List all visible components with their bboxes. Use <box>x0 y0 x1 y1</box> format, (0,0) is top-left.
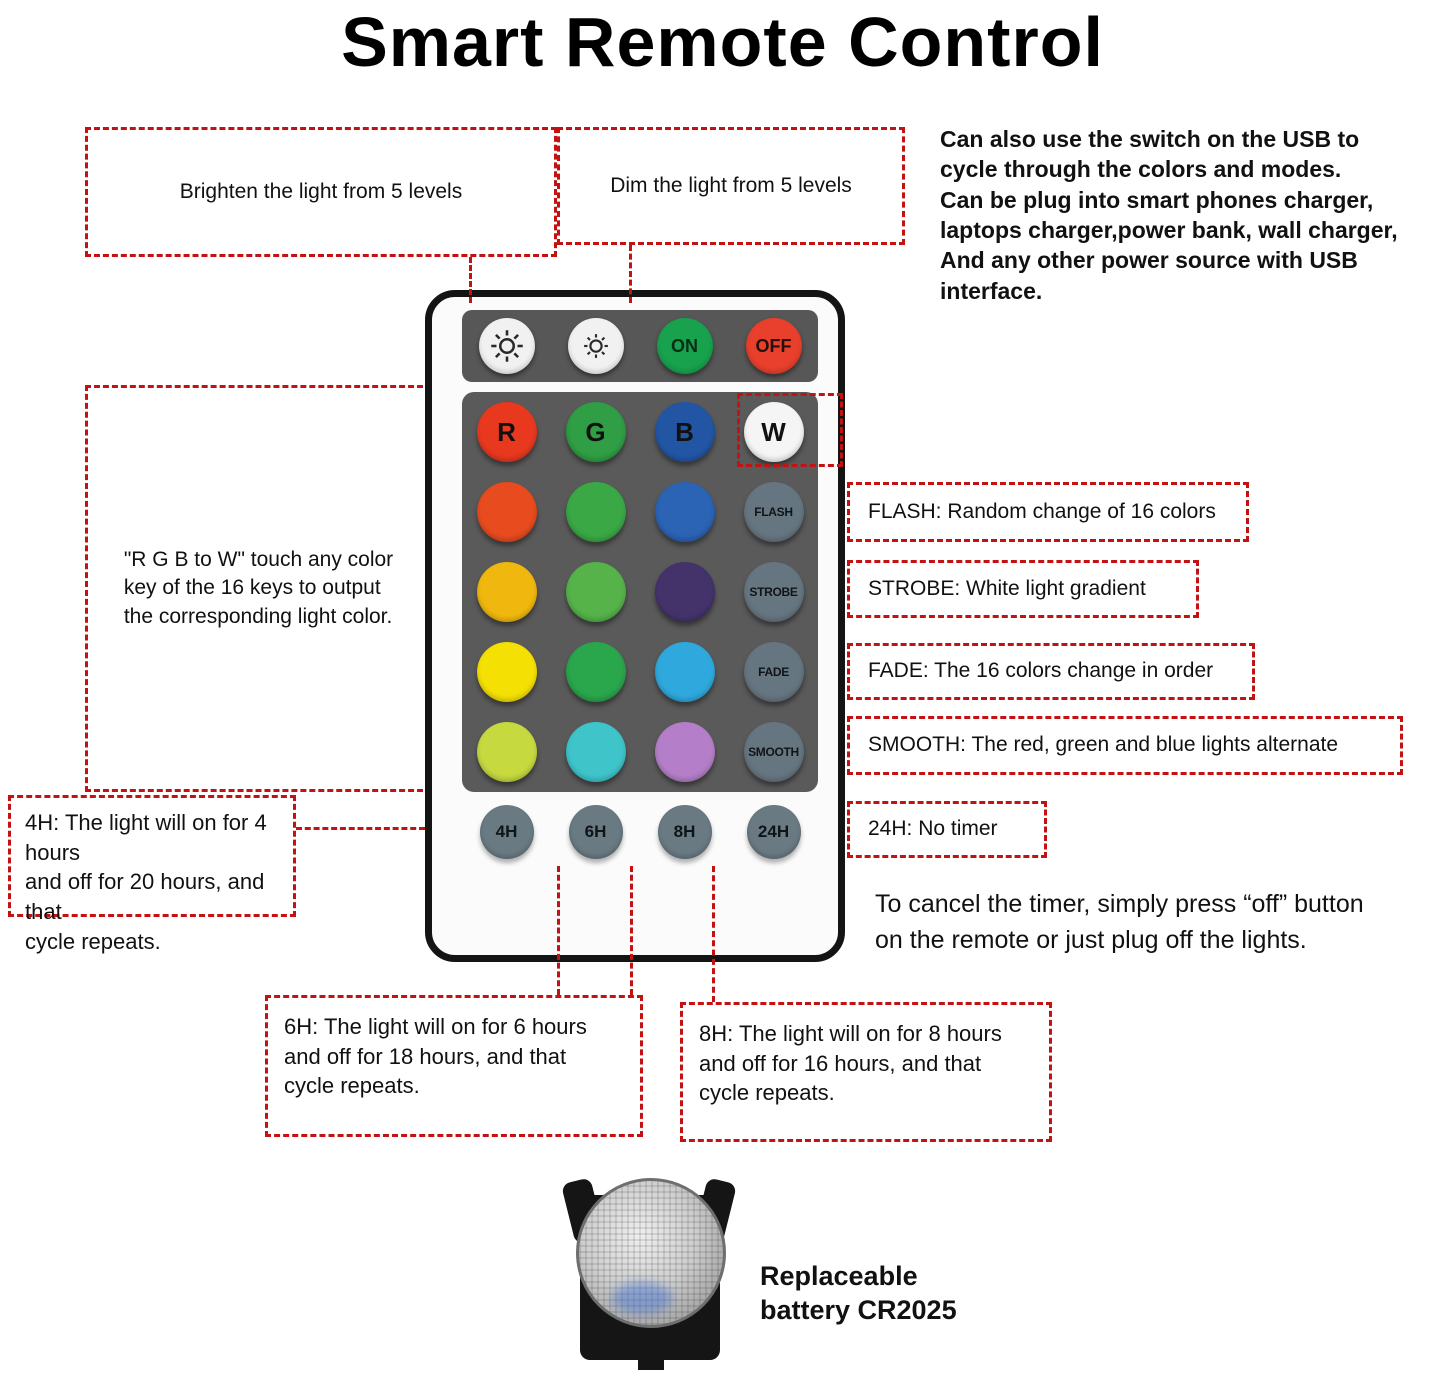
annotation-8h-text: 8H: The light will on for 8 hours and of… <box>699 1021 1002 1106</box>
annotation-dim-text: Dim the light from 5 levels <box>610 173 852 197</box>
annotation-brighten-text: Brighten the light from 5 levels <box>179 179 463 203</box>
key-yellow[interactable] <box>476 642 537 702</box>
key-strobe[interactable]: STROBE <box>743 562 804 622</box>
remote-color-panel: R G B W FLASH STROBE FADE SMOOTH <box>462 392 818 792</box>
key-violet[interactable] <box>654 722 715 782</box>
sun-dim-icon <box>583 334 608 358</box>
page-title: Smart Remote Control <box>341 3 1104 81</box>
connector-line-8h <box>712 866 715 1002</box>
key-royal-blue[interactable] <box>654 482 715 542</box>
key-dark-purple[interactable] <box>654 562 715 622</box>
key-g[interactable]: G <box>565 402 626 462</box>
key-sky-blue[interactable] <box>654 642 715 702</box>
annotation-4h-box: 4H: The light will on for 4 hours and of… <box>8 795 296 954</box>
annotation-6h-box: 6H: The light will on for 6 hours and of… <box>265 995 643 1137</box>
remote-power-panel: ON OFF <box>462 310 818 382</box>
key-fade[interactable]: FADE <box>743 642 804 702</box>
timer-24h-button[interactable]: 24H <box>746 805 801 859</box>
sun-bright-icon <box>490 330 523 362</box>
brightness-down-button[interactable] <box>567 318 624 374</box>
key-amber[interactable] <box>476 562 537 622</box>
connector-line-dim <box>629 245 632 303</box>
key-w[interactable]: W <box>743 402 804 462</box>
annotation-brighten-box: Brighten the light from 5 levels <box>85 127 557 257</box>
annotation-8h-box: 8H: The light will on for 8 hours and of… <box>680 1002 1052 1142</box>
annotation-flash-text: FLASH: Random change of 16 colors <box>868 499 1216 523</box>
w-key-highlight-box <box>737 393 843 467</box>
off-button[interactable]: OFF <box>745 318 802 374</box>
key-b[interactable]: B <box>654 402 715 462</box>
key-yellow-green[interactable] <box>476 722 537 782</box>
timer-8h-button[interactable]: 8H <box>657 805 712 859</box>
timer-6h-button[interactable]: 6H <box>568 805 623 859</box>
key-mid-green[interactable] <box>565 562 626 622</box>
connector-line-4h <box>296 827 425 830</box>
annotation-fade-text: FADE: The 16 colors change in order <box>868 659 1214 683</box>
timer-4h-button[interactable]: 4H <box>479 805 534 859</box>
annotation-24h-box: 24H: No timer <box>847 801 1047 858</box>
annotation-4h-text: 4H: The light will on for 4 hours and of… <box>25 810 267 954</box>
key-green-2[interactable] <box>565 482 626 542</box>
annotation-cancel-text: To cancel the timer, simply press “off” … <box>875 890 1364 955</box>
key-smooth[interactable]: SMOOTH <box>743 722 804 782</box>
connector-line-6h-a <box>557 866 560 995</box>
annotation-usb-text: Can also use the switch on the USB to cy… <box>940 126 1398 304</box>
key-green-3[interactable] <box>565 642 626 702</box>
annotation-flash-box: FLASH: Random change of 16 colors <box>847 482 1249 542</box>
connector-line-6h-b <box>630 866 633 995</box>
key-flash[interactable]: FLASH <box>743 482 804 542</box>
on-button[interactable]: ON <box>656 318 713 374</box>
key-orange-red[interactable] <box>476 482 537 542</box>
annotation-24h-text: 24H: No timer <box>868 817 998 841</box>
annotation-dim-box: Dim the light from 5 levels <box>557 127 905 245</box>
brightness-up-button[interactable] <box>478 318 535 374</box>
remote-control: ON OFF R G B W FLASH STROBE FADE SMOOTH <box>425 290 845 962</box>
annotation-6h-text: 6H: The light will on for 6 hours and of… <box>284 1014 587 1099</box>
battery-tab <box>638 1356 664 1370</box>
annotation-rgb-text: "R G B to W" touch any color key of the … <box>123 547 394 628</box>
annotation-smooth-box: SMOOTH: The red, green and blue lights a… <box>847 716 1403 775</box>
battery-glint <box>612 1282 672 1314</box>
battery-label: Replaceable battery CR2025 <box>760 1261 957 1325</box>
annotation-smooth-text: SMOOTH: The red, green and blue lights a… <box>868 733 1339 757</box>
annotation-strobe-text: STROBE: White light gradient <box>868 576 1146 600</box>
annotation-rgb-box: "R G B to W" touch any color key of the … <box>85 385 432 792</box>
connector-line-brighten <box>469 257 472 303</box>
key-r[interactable]: R <box>476 402 537 462</box>
key-cyan[interactable] <box>565 722 626 782</box>
annotation-strobe-box: STROBE: White light gradient <box>847 560 1199 618</box>
annotation-fade-box: FADE: The 16 colors change in order <box>847 643 1255 700</box>
remote-timer-row: 4H 6H 8H 24H <box>462 802 818 862</box>
